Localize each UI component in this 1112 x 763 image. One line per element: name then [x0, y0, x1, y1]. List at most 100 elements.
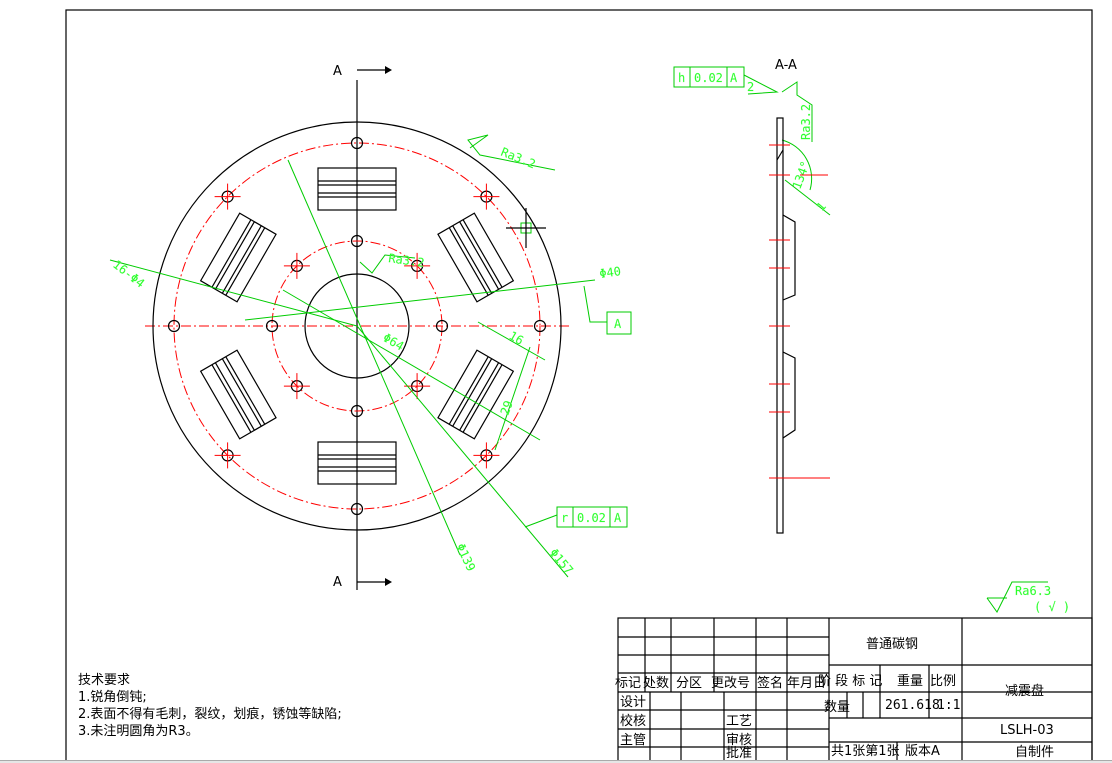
datum-leader: [583, 285, 607, 323]
mounting-hole: [265, 319, 279, 333]
roughness-section: Ra3.2: [799, 104, 813, 140]
drawing-frame: [65, 9, 1093, 763]
role-design: 设计: [620, 695, 646, 710]
runout-datum: A: [614, 511, 622, 525]
version: 版本A: [905, 744, 940, 759]
dim-40: Φ40: [598, 264, 621, 281]
dim-line-40: [244, 279, 596, 321]
mounting-hole: [283, 252, 310, 279]
stage-label: 阶 段 标 记: [818, 674, 882, 689]
roughness-top: Ra3.2: [499, 145, 538, 172]
damping-pad: [317, 441, 397, 485]
mounting-hole: [473, 183, 500, 210]
roughness-symbol: [467, 134, 556, 171]
dim-29: 29: [498, 399, 516, 417]
flatness-value: 0.02: [694, 71, 723, 85]
scale-label: 比例: [930, 674, 956, 689]
dim-thickness-1: 1: [814, 199, 829, 214]
drawing-number: LSLH-03: [1000, 723, 1054, 738]
runout-frame: [556, 506, 628, 528]
flatness-datum: A: [730, 71, 738, 85]
source: 自制件: [1015, 745, 1054, 760]
mounting-hole: [404, 373, 431, 400]
header-sign: 签名: [757, 675, 783, 691]
title-block: [617, 617, 1093, 763]
dim-157: Φ157: [547, 546, 576, 577]
center-bore: [304, 273, 410, 379]
roughness-check: ( √ ): [1034, 600, 1070, 614]
damping-pad: [437, 212, 515, 303]
mounting-hole: [350, 404, 364, 418]
arrow-icon: [385, 66, 392, 74]
roughness-symbol: [359, 254, 416, 274]
mounting-hole: [350, 136, 364, 150]
weight-label: 重量: [897, 673, 923, 689]
dim-16: 16: [507, 328, 527, 347]
inner-pitch-circle: [271, 240, 443, 412]
dim-line-157: [356, 325, 569, 578]
dim-64: Φ64: [381, 330, 407, 353]
header-mark: 标记: [615, 676, 641, 691]
notes-title: 技术要求: [78, 673, 130, 688]
dim-139: Φ139: [453, 541, 478, 573]
header-date: 年月日: [787, 676, 826, 691]
section-mark-top: A: [333, 64, 342, 79]
outer-circle: [152, 121, 562, 531]
weight-value: 261.618: [885, 698, 940, 713]
note-item: 2.表面不得有毛刺，裂纹，划痕，锈蚀等缺陷;: [78, 706, 342, 722]
header-zone: 分区: [676, 676, 702, 691]
mounting-hole: [350, 234, 364, 248]
roughness-symbol: [781, 81, 813, 142]
part-name: 减震盘: [1005, 683, 1044, 699]
flatness-frame: [673, 66, 745, 88]
mounting-hole: [283, 373, 310, 400]
roughness-inner: Ra3.2: [388, 251, 426, 270]
title-block-text: 普通碳钢 减震盘 LSLH-03 自制件 标记 处数 分区 更改号 签名 年月日…: [615, 637, 1054, 761]
technical-notes: 技术要求 1.锐角倒钝; 2.表面不得有毛刺，裂纹，划痕，锈蚀等缺陷; 3.未注…: [78, 673, 342, 739]
mounting-hole: [473, 442, 500, 469]
header-change: 更改号: [711, 676, 750, 691]
dim-line-64: [282, 289, 541, 441]
front-view: A A A r 0.02 A Ra3.2 Ra3.2 16-Φ4 Φ40 Φ64…: [109, 64, 632, 590]
scale-value: 1:1: [937, 698, 960, 713]
dim-leader: [109, 259, 358, 327]
dim-line-16: [477, 321, 546, 361]
header-count: 处数: [643, 676, 669, 691]
role-manager: 主管: [620, 733, 646, 748]
damping-pad: [317, 167, 397, 211]
mounting-hole: [435, 319, 449, 333]
runout-value: 0.02: [577, 511, 606, 525]
note-item: 1.锐角倒钝;: [78, 690, 147, 705]
damping-pad: [437, 349, 515, 440]
damping-pad: [199, 212, 277, 303]
note-item: 3.未注明圆角为R3。: [78, 724, 199, 739]
roughness-general: Ra6.3: [1015, 584, 1051, 598]
mounting-hole: [350, 502, 364, 516]
section-view: A-A h 0.02 A 2 Ra3.2 134° 1: [673, 58, 831, 534]
dim-line-29: [494, 346, 531, 451]
role-check: 校核: [620, 713, 646, 729]
mounting-hole: [533, 319, 547, 333]
layout-tab-bar[interactable]: [0, 760, 1112, 763]
damping-pad: [199, 349, 277, 440]
quantity-label: 数量: [824, 700, 850, 715]
role-process: 工艺: [726, 714, 752, 729]
section-title: A-A: [775, 58, 797, 73]
mounting-hole: [404, 252, 431, 279]
mounting-hole: [214, 183, 241, 210]
dim-thickness-2: 2: [747, 80, 754, 94]
sheet-info: 共1张第1张: [831, 744, 900, 759]
section-mark-bottom: A: [333, 575, 342, 590]
datum-label: A: [614, 317, 622, 331]
general-roughness: Ra6.3 ( √ ): [986, 581, 1070, 614]
outer-pitch-circle: [173, 142, 541, 510]
role-approve: 批准: [726, 746, 752, 761]
runout-leader: [524, 514, 558, 528]
flatness-symbol: h: [678, 71, 685, 85]
runout-symbol: r: [561, 511, 568, 525]
mounting-hole: [167, 319, 181, 333]
dim-line-139: [287, 159, 461, 556]
material: 普通碳钢: [866, 637, 918, 652]
dim-holes: 16-Φ4: [110, 257, 147, 290]
